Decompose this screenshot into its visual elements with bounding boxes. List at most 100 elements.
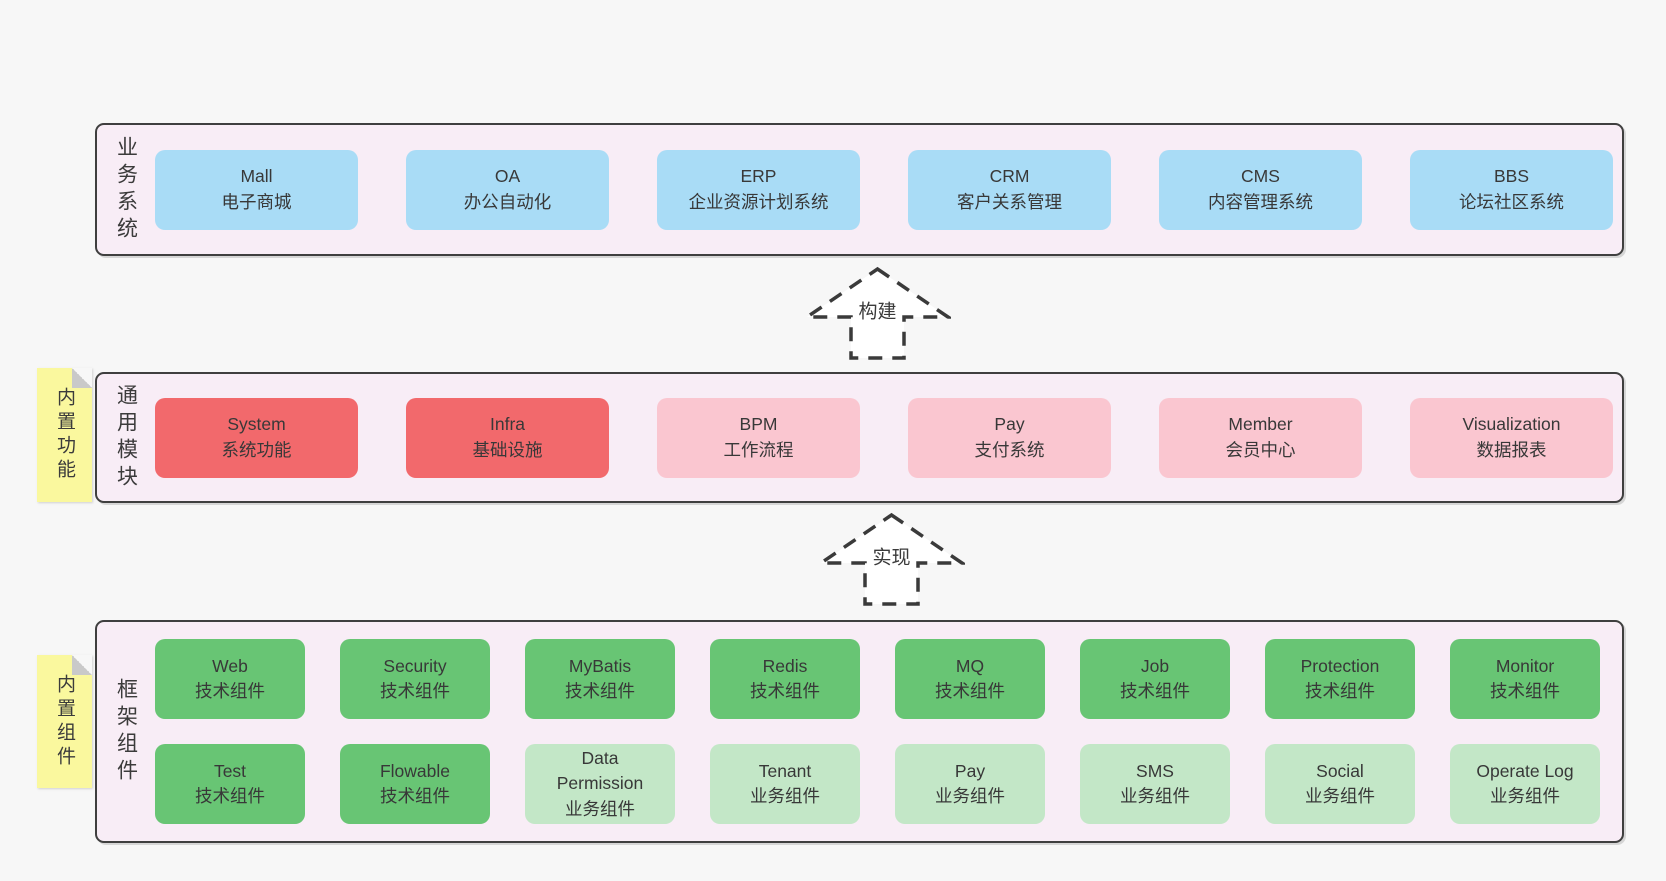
- node-flowable: Flowable 技术组件: [340, 744, 490, 824]
- node-system: System 系统功能: [155, 397, 358, 478]
- node-protection: Protection 技术组件: [1265, 639, 1415, 719]
- node-title: Job: [1140, 655, 1170, 676]
- node-bbs: BBS 论坛社区系统: [1410, 149, 1613, 230]
- node-subtitle: 技术组件: [195, 786, 265, 806]
- node-social: Social 业务组件: [1265, 744, 1415, 824]
- node-operate-log: Operate Log 业务组件: [1450, 744, 1600, 824]
- node-title: Protection: [1300, 655, 1380, 676]
- node-title: BPM: [739, 414, 778, 434]
- node-pay: Pay 支付系统: [908, 397, 1111, 478]
- node-subtitle: 工作流程: [723, 439, 794, 460]
- node-title: Web: [212, 655, 248, 676]
- node-subtitle: 办公自动化: [463, 191, 552, 212]
- node-title: ERP: [740, 166, 777, 186]
- node-subtitle: 业务组件: [935, 786, 1005, 806]
- node-subtitle: 技术组件: [1120, 681, 1190, 701]
- node-subtitle: 系统功能: [221, 439, 292, 460]
- layer-framework-components: 框架组件 Web 技术组件 Security 技术组件 MyBatis 技术组件 Redis…: [95, 620, 1624, 843]
- node-subtitle: 技术组件: [1305, 681, 1375, 701]
- layer-business-systems: 业务系统 Mall 电子商城 OA 办公自动化 ERP 企业资源计划系统 CRM 客户关系管理…: [95, 123, 1624, 256]
- node-member: Member 会员中心: [1159, 397, 1362, 478]
- node-subtitle: 企业资源计划系统: [688, 191, 829, 212]
- layer-label-common-modules: 通用模块: [114, 383, 138, 492]
- node-title: Operate Log: [1476, 760, 1574, 781]
- layer-label-framework-components: 框架组件: [114, 677, 138, 786]
- node-subtitle: 内容管理系统: [1208, 191, 1313, 212]
- node-subtitle: 客户关系管理: [957, 191, 1062, 212]
- node-title: Social: [1316, 760, 1364, 781]
- node-title: Monitor: [1495, 655, 1555, 676]
- node-subtitle: 技术组件: [380, 681, 450, 701]
- node-subtitle: 业务组件: [1490, 786, 1560, 806]
- node-mybatis: MyBatis 技术组件: [525, 639, 675, 719]
- arrow-implement: 实现: [818, 512, 965, 607]
- module-row: Mall 电子商城 OA 办公自动化 ERP 企业资源计划系统 CRM 客户关系管理 CMS 内容…: [155, 149, 1622, 230]
- arrow-build-label: 构建: [854, 295, 901, 325]
- layer-framework-components-gutter: 框架组件: [97, 622, 155, 841]
- node-title: Security: [383, 655, 447, 676]
- layer-common-modules-gutter: 通用模块: [97, 374, 155, 501]
- node-title: System: [227, 414, 286, 434]
- node-subtitle: 基础设施: [472, 439, 543, 460]
- node-subtitle: 技术组件: [380, 786, 450, 806]
- business-systems-rows: Mall 电子商城 OA 办公自动化 ERP 企业资源计划系统 CRM 客户关系管理 CMS 内容…: [155, 125, 1622, 254]
- arrow-implement-label: 实现: [868, 541, 915, 571]
- node-title: Pay: [994, 414, 1025, 434]
- node-title: Data Permission: [556, 747, 644, 794]
- node-bpm: BPM 工作流程: [657, 397, 860, 478]
- layer-label-business-systems: 业务系统: [114, 135, 138, 244]
- node-title: Mall: [240, 166, 273, 186]
- node-mall: Mall 电子商城: [155, 149, 358, 230]
- node-job: Job 技术组件: [1080, 639, 1230, 719]
- node-subtitle: 业务组件: [1120, 786, 1190, 806]
- node-title: MQ: [955, 655, 985, 676]
- node-subtitle: 业务组件: [750, 786, 820, 806]
- node-security: Security 技术组件: [340, 639, 490, 719]
- node-subtitle: 电子商城: [221, 191, 292, 212]
- node-tenant: Tenant 业务组件: [710, 744, 860, 824]
- node-subtitle: 业务组件: [565, 798, 635, 819]
- node-subtitle: 论坛社区系统: [1459, 191, 1564, 212]
- node-title: Member: [1228, 414, 1293, 434]
- node-title: Visualization: [1462, 414, 1561, 434]
- node-title: BBS: [1493, 166, 1530, 186]
- node-title: Tenant: [758, 760, 812, 781]
- node-subtitle: 支付系统: [974, 439, 1045, 460]
- layer-business-systems-gutter: 业务系统: [97, 125, 155, 254]
- node-title: CRM: [989, 166, 1030, 186]
- node-monitor: Monitor 技术组件: [1450, 639, 1600, 719]
- node-crm: CRM 客户关系管理: [908, 149, 1111, 230]
- node-title: SMS: [1136, 760, 1174, 781]
- node-title: CMS: [1241, 166, 1280, 186]
- node-subtitle: 业务组件: [1305, 786, 1375, 806]
- node-cms: CMS 内容管理系统: [1159, 149, 1362, 230]
- node-data-permission: Data Permission 业务组件: [525, 744, 675, 824]
- node-subtitle: 技术组件: [195, 681, 265, 701]
- node-title: Flowable: [379, 760, 451, 781]
- node-sms: SMS 业务组件: [1080, 744, 1230, 824]
- node-subtitle: 技术组件: [565, 681, 635, 701]
- node-erp: ERP 企业资源计划系统: [657, 149, 860, 230]
- node-title: MyBatis: [568, 655, 632, 676]
- node-title: Pay: [954, 760, 986, 781]
- node-subtitle: 技术组件: [1490, 681, 1560, 701]
- sticky-builtin-features-label: 内置功能: [54, 387, 75, 483]
- arrow-build: 构建: [804, 266, 951, 361]
- node-subtitle: 会员中心: [1225, 439, 1296, 460]
- sticky-note-builtin-features: 内置功能: [37, 368, 92, 502]
- sticky-note-builtin-components: 内置组件: [37, 655, 92, 788]
- node-title: OA: [494, 166, 521, 186]
- node-web: Web 技术组件: [155, 639, 305, 719]
